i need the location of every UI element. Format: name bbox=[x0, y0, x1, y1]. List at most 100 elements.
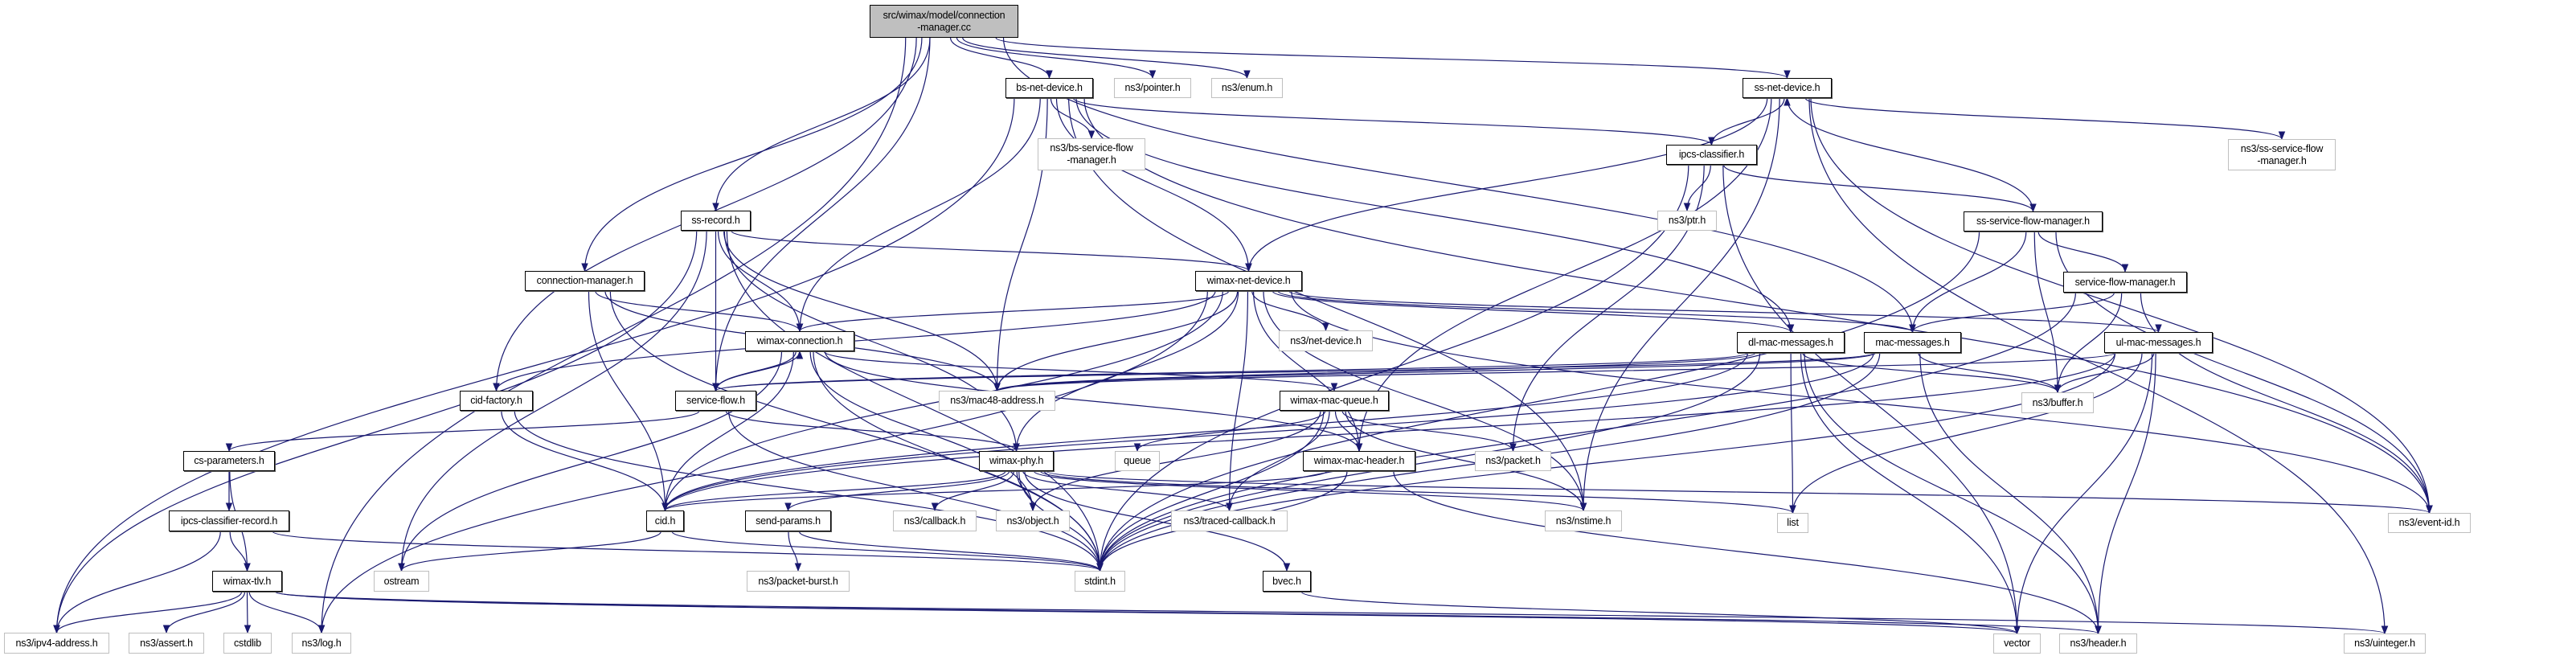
edge-wimax-phy-to-event-id bbox=[1046, 470, 2433, 515]
edge-mac-messages-to-service-flow bbox=[712, 352, 1874, 392]
edge-cid-to-stdint bbox=[671, 531, 1104, 572]
node-dl-mac-messages[interactable]: dl-mac-messages.h bbox=[1737, 332, 1845, 353]
edge-wimax-phy-to-send-params bbox=[784, 470, 1010, 512]
node-cs-parameters[interactable]: cs-parameters.h bbox=[183, 451, 275, 471]
node-label: vector bbox=[2004, 638, 2030, 649]
edge-cid-to-ostream bbox=[398, 531, 661, 572]
node-cid[interactable]: cid.h bbox=[646, 510, 684, 531]
edge-wimax-connection-to-wimax-mac-header bbox=[824, 351, 1363, 453]
node-wimax-mac-header[interactable]: wimax-mac-header.h bbox=[1303, 451, 1415, 471]
edge-wimax-mac-queue-to-packet bbox=[1341, 410, 1517, 453]
edge-wimax-connection-to-object bbox=[809, 351, 1037, 512]
edge-wimax-net-device-to-wimax-mac-header bbox=[1253, 290, 1363, 453]
edge-wimax-net-device-to-cid-factory bbox=[493, 290, 1216, 392]
node-pointer: ns3/pointer.h bbox=[1114, 78, 1191, 98]
node-queue: queue bbox=[1115, 451, 1160, 471]
edge-bs-net-device-to-nstime bbox=[1068, 97, 1587, 512]
edge-ipcs-classifier-record-to-wimax-tlv bbox=[229, 531, 251, 572]
node-label: wimax-tlv.h bbox=[223, 575, 272, 587]
edge-root-to-ss-record bbox=[712, 37, 931, 212]
node-ss-net-device[interactable]: ss-net-device.h bbox=[1743, 78, 1832, 98]
edge-cid-factory-to-cid bbox=[501, 410, 669, 512]
node-assert: ns3/assert.h bbox=[129, 633, 204, 654]
edge-bs-net-device-to-wimax-connection bbox=[796, 97, 1041, 333]
node-connection-manager[interactable]: connection-manager.h bbox=[525, 271, 645, 291]
edge-ss-record-to-wimax-connection bbox=[717, 230, 804, 333]
node-callback: ns3/callback.h bbox=[893, 510, 977, 531]
node-vector: vector bbox=[1993, 633, 2041, 654]
node-label: wimax-phy.h bbox=[989, 455, 1044, 466]
node-bs-net-device[interactable]: bs-net-device.h bbox=[1005, 78, 1093, 98]
edge-ss-net-device-to-wimax-net-device bbox=[1245, 97, 1768, 273]
edge-ul-mac-messages-to-buffer bbox=[2054, 352, 2155, 394]
node-label: ns3/enum.h bbox=[1221, 82, 1273, 93]
edge-wimax-phy-to-list bbox=[1039, 470, 1796, 515]
edge-service-flow-to-stdint bbox=[727, 410, 1104, 572]
edge-bs-net-device-to-wimax-net-device bbox=[1055, 97, 1252, 273]
edge-wimax-net-device-to-wimax-connection bbox=[796, 290, 1230, 333]
edge-ul-mac-messages-to-stdint bbox=[1096, 352, 2116, 572]
edge-root-to-bs-net-device bbox=[949, 37, 1053, 80]
node-wimax-connection[interactable]: wimax-connection.h bbox=[745, 331, 854, 351]
edge-ss-record-to-ipv4-address bbox=[53, 230, 698, 634]
node-ss-service-flow-manager[interactable]: ss-service-flow-manager.h bbox=[1964, 211, 2103, 232]
node-mac-messages[interactable]: mac-messages.h bbox=[1864, 332, 1961, 353]
edge-wimax-phy-to-callback bbox=[931, 470, 1014, 512]
node-ipv4-address: ns3/ipv4-address.h bbox=[4, 633, 109, 654]
node-service-flow[interactable]: service-flow.h bbox=[675, 391, 756, 411]
edge-dl-mac-messages-to-vector bbox=[1800, 352, 2021, 635]
node-label: ns3/traced-callback.h bbox=[1183, 515, 1276, 527]
edge-ul-mac-messages-to-vector bbox=[2013, 352, 2153, 635]
node-ipcs-classifier-record[interactable]: ipcs-classifier-record.h bbox=[169, 510, 289, 531]
node-ul-mac-messages[interactable]: ul-mac-messages.h bbox=[2104, 332, 2213, 353]
node-label: wimax-connection.h bbox=[756, 335, 843, 346]
node-label: cid-factory.h bbox=[470, 395, 522, 406]
node-label: ns3/header.h bbox=[2070, 638, 2127, 649]
edge-ss-net-device-to-nstime bbox=[1579, 97, 1780, 512]
node-nstime: ns3/nstime.h bbox=[1545, 510, 1622, 531]
edge-wimax-connection-to-cid bbox=[661, 351, 795, 512]
edge-wimax-net-device-to-ul-mac-messages bbox=[1288, 290, 2162, 334]
node-label: ns3/mac48-address.h bbox=[950, 395, 1044, 406]
node-label: service-flow-manager.h bbox=[2074, 276, 2176, 288]
edge-ss-service-flow-manager-to-ss-net-device bbox=[1784, 96, 2034, 212]
node-wimax-phy[interactable]: wimax-phy.h bbox=[979, 451, 1054, 471]
node-ss-sfm-ext: ns3/ss-service-flow-manager.h bbox=[2228, 139, 2336, 170]
edge-ipcs-classifier-record-to-ipv4-address bbox=[53, 531, 221, 634]
node-cid-factory[interactable]: cid-factory.h bbox=[460, 391, 533, 411]
node-label: ns3/nstime.h bbox=[1555, 515, 1612, 527]
node-ipcs-classifier[interactable]: ipcs-classifier.h bbox=[1666, 145, 1757, 165]
node-label: cid.h bbox=[654, 515, 676, 527]
edge-ipcs-classifier-to-vector bbox=[1722, 164, 2021, 635]
edge-ipcs-classifier-to-packet bbox=[1509, 164, 1705, 453]
edge-bs-net-device-to-event-id bbox=[1083, 97, 2433, 515]
edge-mac-messages-to-header bbox=[1919, 352, 2102, 635]
node-service-flow-manager[interactable]: service-flow-manager.h bbox=[2063, 272, 2187, 293]
node-send-params[interactable]: send-params.h bbox=[745, 510, 831, 531]
edge-ss-net-device-to-ss-sfm-ext bbox=[1804, 97, 2286, 141]
node-wimax-net-device[interactable]: wimax-net-device.h bbox=[1195, 271, 1302, 291]
node-label: ns3/object.h bbox=[1006, 515, 1059, 527]
edge-send-params-to-stdint bbox=[798, 531, 1104, 572]
node-wimax-mac-queue[interactable]: wimax-mac-queue.h bbox=[1280, 391, 1389, 411]
edge-ul-mac-messages-to-mac48-address bbox=[993, 352, 2116, 392]
edge-ss-service-flow-manager-to-service-flow-manager bbox=[2037, 231, 2129, 273]
edge-wimax-phy-to-bvec bbox=[1024, 470, 1291, 572]
edge-mac-messages-to-buffer bbox=[1918, 352, 2062, 394]
node-label: ns3/packet-burst.h bbox=[758, 575, 838, 587]
node-bs-sfm: ns3/bs-service-flow-manager.h bbox=[1038, 138, 1145, 170]
node-label: ns3/callback.h bbox=[903, 515, 966, 527]
edge-connection-manager-to-wimax-connection bbox=[595, 290, 804, 333]
edge-wimax-mac-header-to-cid bbox=[661, 470, 1328, 512]
node-label: ss-net-device.h bbox=[1754, 82, 1820, 93]
node-ss-record[interactable]: ss-record.h bbox=[681, 211, 751, 231]
node-label: wimax-net-device.h bbox=[1206, 275, 1291, 286]
edge-wimax-net-device-to-log bbox=[317, 290, 1208, 634]
node-bvec[interactable]: bvec.h bbox=[1263, 571, 1311, 592]
node-label: ipcs-classifier-record.h bbox=[180, 515, 278, 527]
edge-wimax-phy-to-cid bbox=[661, 470, 1006, 512]
node-label: src/wimax/model/connection bbox=[883, 9, 1005, 21]
edge-wimax-mac-queue-to-nstime bbox=[1345, 410, 1587, 512]
node-wimax-tlv[interactable]: wimax-tlv.h bbox=[212, 571, 282, 592]
node-label: queue bbox=[1124, 455, 1151, 466]
